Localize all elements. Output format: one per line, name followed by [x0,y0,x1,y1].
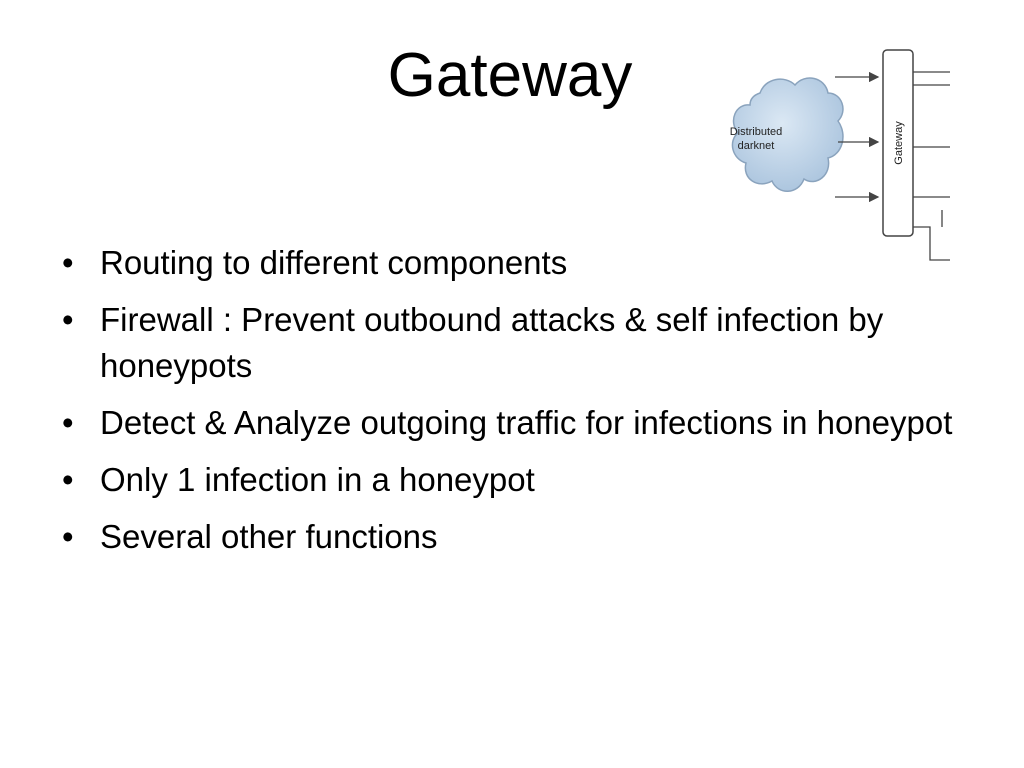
bullet-text: Only 1 infection in a honeypot [100,461,535,498]
gateway-box [882,49,914,237]
bullet-text: Routing to different components [100,244,568,281]
out-line-5 [913,226,950,261]
bullet-item: • Firewall : Prevent outbound attacks & … [62,297,982,389]
bullet-dot: • [62,244,74,281]
gateway-diagram: Distributed darknet Gateway [730,49,950,261]
bullet-dot: • [62,301,74,338]
cloud-label-line2: darknet [738,140,775,152]
bullet-dot: • [62,518,74,555]
bullet-list: • Routing to different components • Fire… [62,240,982,571]
bullet-text: Several other functions [100,518,438,555]
gateway-label: Gateway [893,121,905,165]
slide-title: Gateway [387,41,633,110]
cloud-label-line1: Distributed [730,126,783,138]
bullet-item: • Only 1 infection in a honeypot [62,457,982,503]
bullet-text: Detect & Analyze outgoing traffic for in… [100,404,953,441]
cloud-shape [731,77,844,192]
bullet-item: • Several other functions [62,514,982,560]
bullet-text: Firewall : Prevent outbound attacks & se… [100,301,884,384]
bullet-item: • Detect & Analyze outgoing traffic for … [62,400,982,446]
bullet-item: • Routing to different components [62,240,982,286]
bullet-dot: • [62,404,74,441]
bullet-dot: • [62,461,74,498]
